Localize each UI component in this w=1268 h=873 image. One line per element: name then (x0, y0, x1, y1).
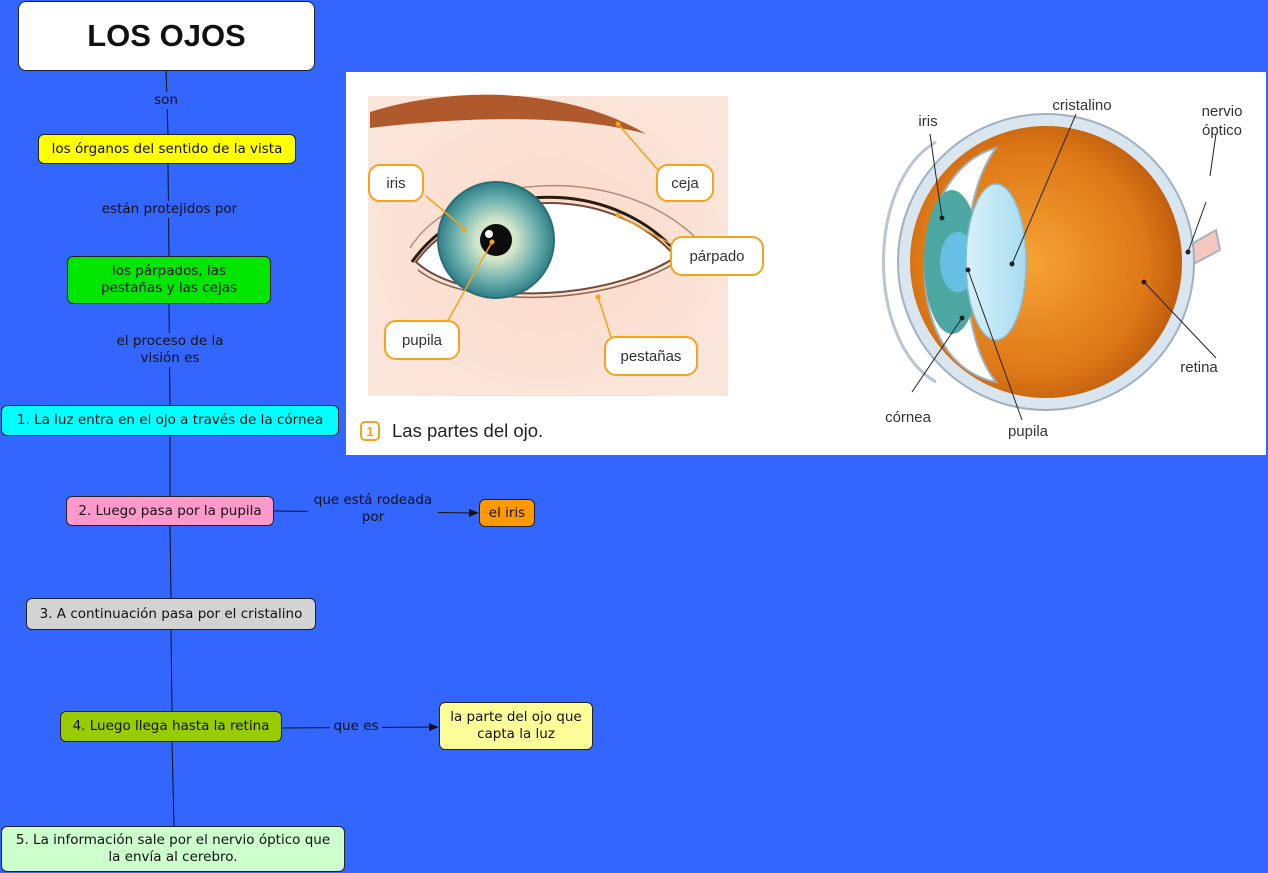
pupil-circle (480, 224, 512, 256)
node-paso1[interactable]: 1. La luz entra en el ojo a través de la… (1, 405, 339, 436)
node-iris[interactable]: el iris (479, 499, 535, 527)
node-protecciones[interactable]: los párpados, las pestañas y las cejas (67, 256, 271, 304)
figure-caption: 1 Las partes del ojo. (360, 420, 543, 442)
eye-parts-figure: iris ceja párpado pupila pestañas crista… (346, 72, 1266, 455)
eye-illustrations (368, 94, 1222, 421)
node-paso5[interactable]: 5. La información sale por el nervio ópt… (1, 826, 345, 872)
link-label-rodeada: que está rodeada por (308, 492, 438, 526)
label-iris-section: iris (918, 113, 938, 130)
node-paso4[interactable]: 4. Luego llega hasta la retina (60, 711, 282, 742)
caption-number-badge: 1 (360, 421, 380, 441)
map-title[interactable]: LOS OJOS (18, 1, 315, 71)
node-paso2[interactable]: 2. Luego pasa por la pupila (66, 496, 274, 526)
link-label-protegidos: están protejidos por (92, 201, 247, 218)
node-paso3[interactable]: 3. A continuación pasa por el cristalino (26, 598, 316, 630)
connector-paso4-paso5 (171, 741, 175, 827)
eye-cross-section-drawing (882, 113, 1222, 421)
callout-ceja: ceja (656, 164, 714, 202)
pupil-highlight (485, 230, 493, 238)
node-organos[interactable]: los órganos del sentido de la vista (38, 134, 296, 164)
label-nervio: nervio óptico (1201, 103, 1243, 139)
cornea-outline (882, 140, 937, 384)
lower-lid (417, 259, 681, 299)
callout-pupila: pupila (384, 320, 460, 360)
connector-paso2-paso3 (169, 525, 172, 599)
link-label-proceso: el proceso de la visión es (108, 333, 232, 367)
callout-parpado: párpado (670, 236, 764, 276)
node-capta[interactable]: la parte del ojo que capta la luz (439, 702, 593, 750)
eyebrow-shape (370, 94, 646, 134)
callout-iris: iris (368, 164, 424, 202)
label-cornea: córnea (885, 409, 931, 426)
callout-pestanas: pestañas (604, 336, 698, 376)
vitreous-shape (910, 126, 1182, 398)
link-label-son: son (148, 92, 184, 109)
lens-shape (965, 183, 1027, 341)
eyelid-crease (409, 184, 697, 249)
label-retina: retina (1180, 359, 1218, 376)
label-cristalino: cristalino (1052, 97, 1112, 114)
connector-paso3-paso4 (170, 629, 173, 712)
label-pupila-section: pupila (1007, 423, 1049, 440)
caption-text: Las partes del ojo. (392, 420, 544, 441)
link-label-que-es: que es (330, 718, 382, 735)
